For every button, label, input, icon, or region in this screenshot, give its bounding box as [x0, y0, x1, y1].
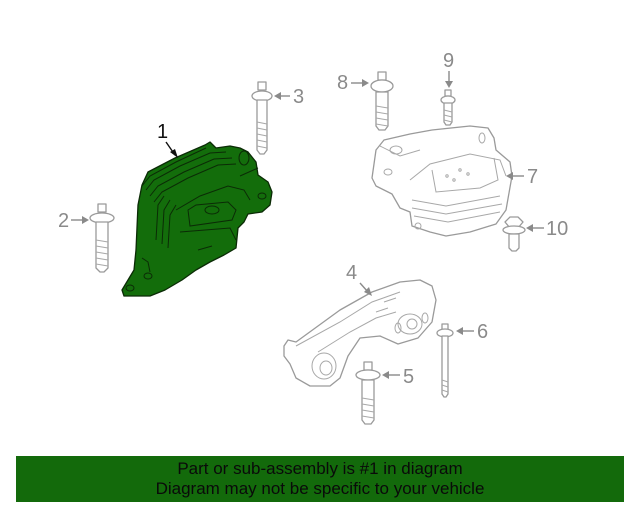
callout-10-number: 10 — [546, 218, 568, 240]
callout-8-number: 8 — [337, 72, 348, 94]
info-banner: Part or sub-assembly is #1 in diagram Di… — [16, 456, 624, 502]
callout-4-number: 4 — [346, 262, 357, 284]
callout-9: 9 — [443, 50, 454, 88]
part-5-bolt[interactable] — [355, 361, 381, 425]
callout-10: 10 — [526, 218, 568, 240]
banner-line-1: Part or sub-assembly is #1 in diagram — [177, 459, 463, 478]
banner-line-2: Diagram may not be specific to your vehi… — [155, 479, 485, 498]
callout-3-number: 3 — [293, 86, 304, 108]
part-6-bolt[interactable] — [436, 323, 454, 398]
callout-6-number: 6 — [477, 321, 488, 343]
part-8-bolt[interactable] — [370, 71, 394, 131]
callout-7: 7 — [506, 166, 538, 188]
part-7-engine-mount[interactable] — [371, 125, 513, 237]
callout-6: 6 — [456, 321, 488, 343]
callout-3: 3 — [274, 86, 304, 108]
callout-2-number: 2 — [58, 210, 69, 232]
callout-7-number: 7 — [527, 166, 538, 188]
part-4-torque-strut[interactable] — [283, 279, 437, 387]
part-10-bolt[interactable] — [502, 216, 526, 252]
callout-9-number: 9 — [443, 50, 454, 72]
callout-5-number: 5 — [403, 366, 414, 388]
callout-5: 5 — [382, 366, 414, 388]
callout-1-number: 1 — [157, 121, 168, 143]
callout-8: 8 — [337, 72, 369, 94]
callout-1: 1 — [157, 121, 178, 158]
callout-2: 2 — [58, 210, 89, 232]
callout-4: 4 — [346, 262, 372, 296]
part-2-bolt[interactable] — [89, 203, 115, 273]
part-9-stud-bolt[interactable] — [440, 89, 456, 126]
part-3-bolt[interactable] — [251, 81, 273, 155]
part-1-transmission-mount[interactable] — [121, 141, 273, 297]
